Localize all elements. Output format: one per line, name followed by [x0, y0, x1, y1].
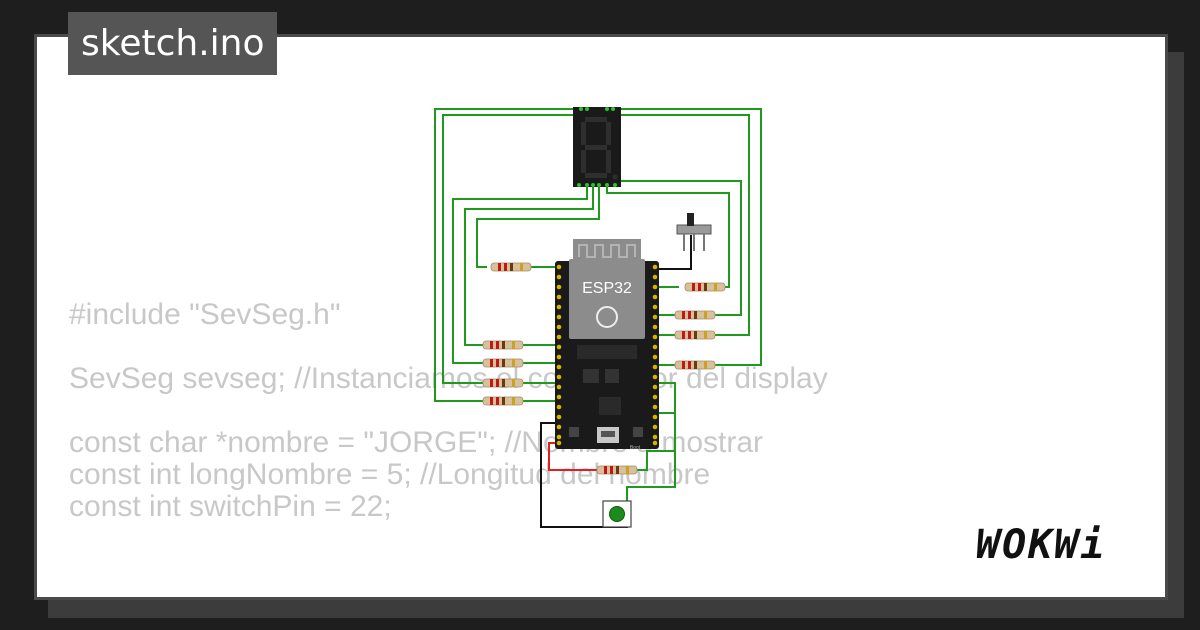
resistor — [674, 310, 716, 320]
display-segments — [581, 117, 618, 180]
right-header-pins — [652, 264, 658, 446]
resistor — [482, 340, 524, 350]
resistor — [490, 262, 532, 272]
left-header-pins — [556, 264, 562, 446]
resistor — [596, 465, 638, 475]
resistor — [674, 330, 716, 340]
resistor — [684, 282, 726, 292]
esp32-board[interactable]: ESP32 Boot — [555, 239, 659, 451]
boot-label: Boot — [630, 445, 641, 451]
code-line: const int switchPin = 22; — [69, 490, 392, 523]
reset-button[interactable] — [569, 427, 579, 437]
sketch-filename-tag: sketch.ino — [68, 12, 278, 75]
circuit-diagram: ESP32 Boot — [434, 107, 762, 528]
resistor — [674, 360, 716, 370]
code-line: #include "SevSeg.h" — [69, 298, 341, 331]
resistor — [482, 378, 524, 388]
red-wire — [548, 442, 597, 471]
resistor — [482, 396, 524, 406]
seven-segment-display[interactable] — [573, 107, 621, 187]
esp32-label: ESP32 — [582, 280, 632, 297]
code-line: const int longNombre = 5; //Longitud del… — [69, 458, 711, 491]
slide-switch[interactable] — [676, 213, 712, 251]
preview-card: #include "SevSeg.h"SevSeg sevseg; //Inst… — [34, 34, 1168, 600]
boot-button[interactable] — [633, 427, 643, 437]
resistor — [482, 358, 524, 368]
wokwi-logo: WOKWi — [976, 522, 1107, 568]
display-pins — [577, 107, 617, 187]
espressif-logo-icon — [596, 306, 618, 328]
pushbutton[interactable] — [602, 500, 632, 528]
